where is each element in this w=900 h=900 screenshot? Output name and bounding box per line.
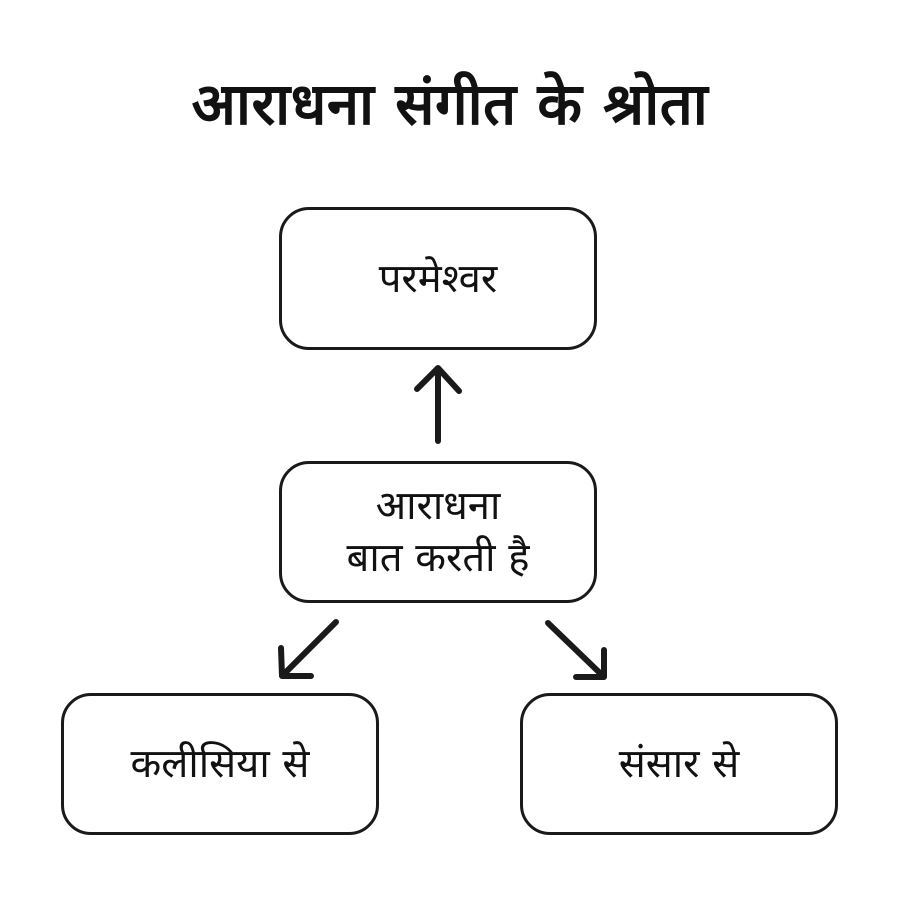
node-worship-label-line2: बात करती है — [346, 535, 530, 581]
node-god-label: परमेश्वर — [378, 255, 498, 302]
arrow-down-left — [278, 619, 339, 679]
node-worship: आराधना बात करती है — [279, 461, 597, 603]
arrow-down-right — [545, 620, 607, 680]
node-god: परमेश्वर — [279, 207, 597, 350]
node-church: कलीसिया से — [61, 693, 379, 835]
node-world: संसार से — [520, 693, 838, 835]
node-church-label: कलीसिया से — [130, 741, 310, 787]
node-world-label: संसार से — [618, 741, 740, 787]
arrow-up — [414, 365, 462, 444]
diagram-title: आराधना संगीत के श्रोता — [191, 70, 709, 138]
node-worship-label-line1: आराधना — [375, 483, 501, 529]
